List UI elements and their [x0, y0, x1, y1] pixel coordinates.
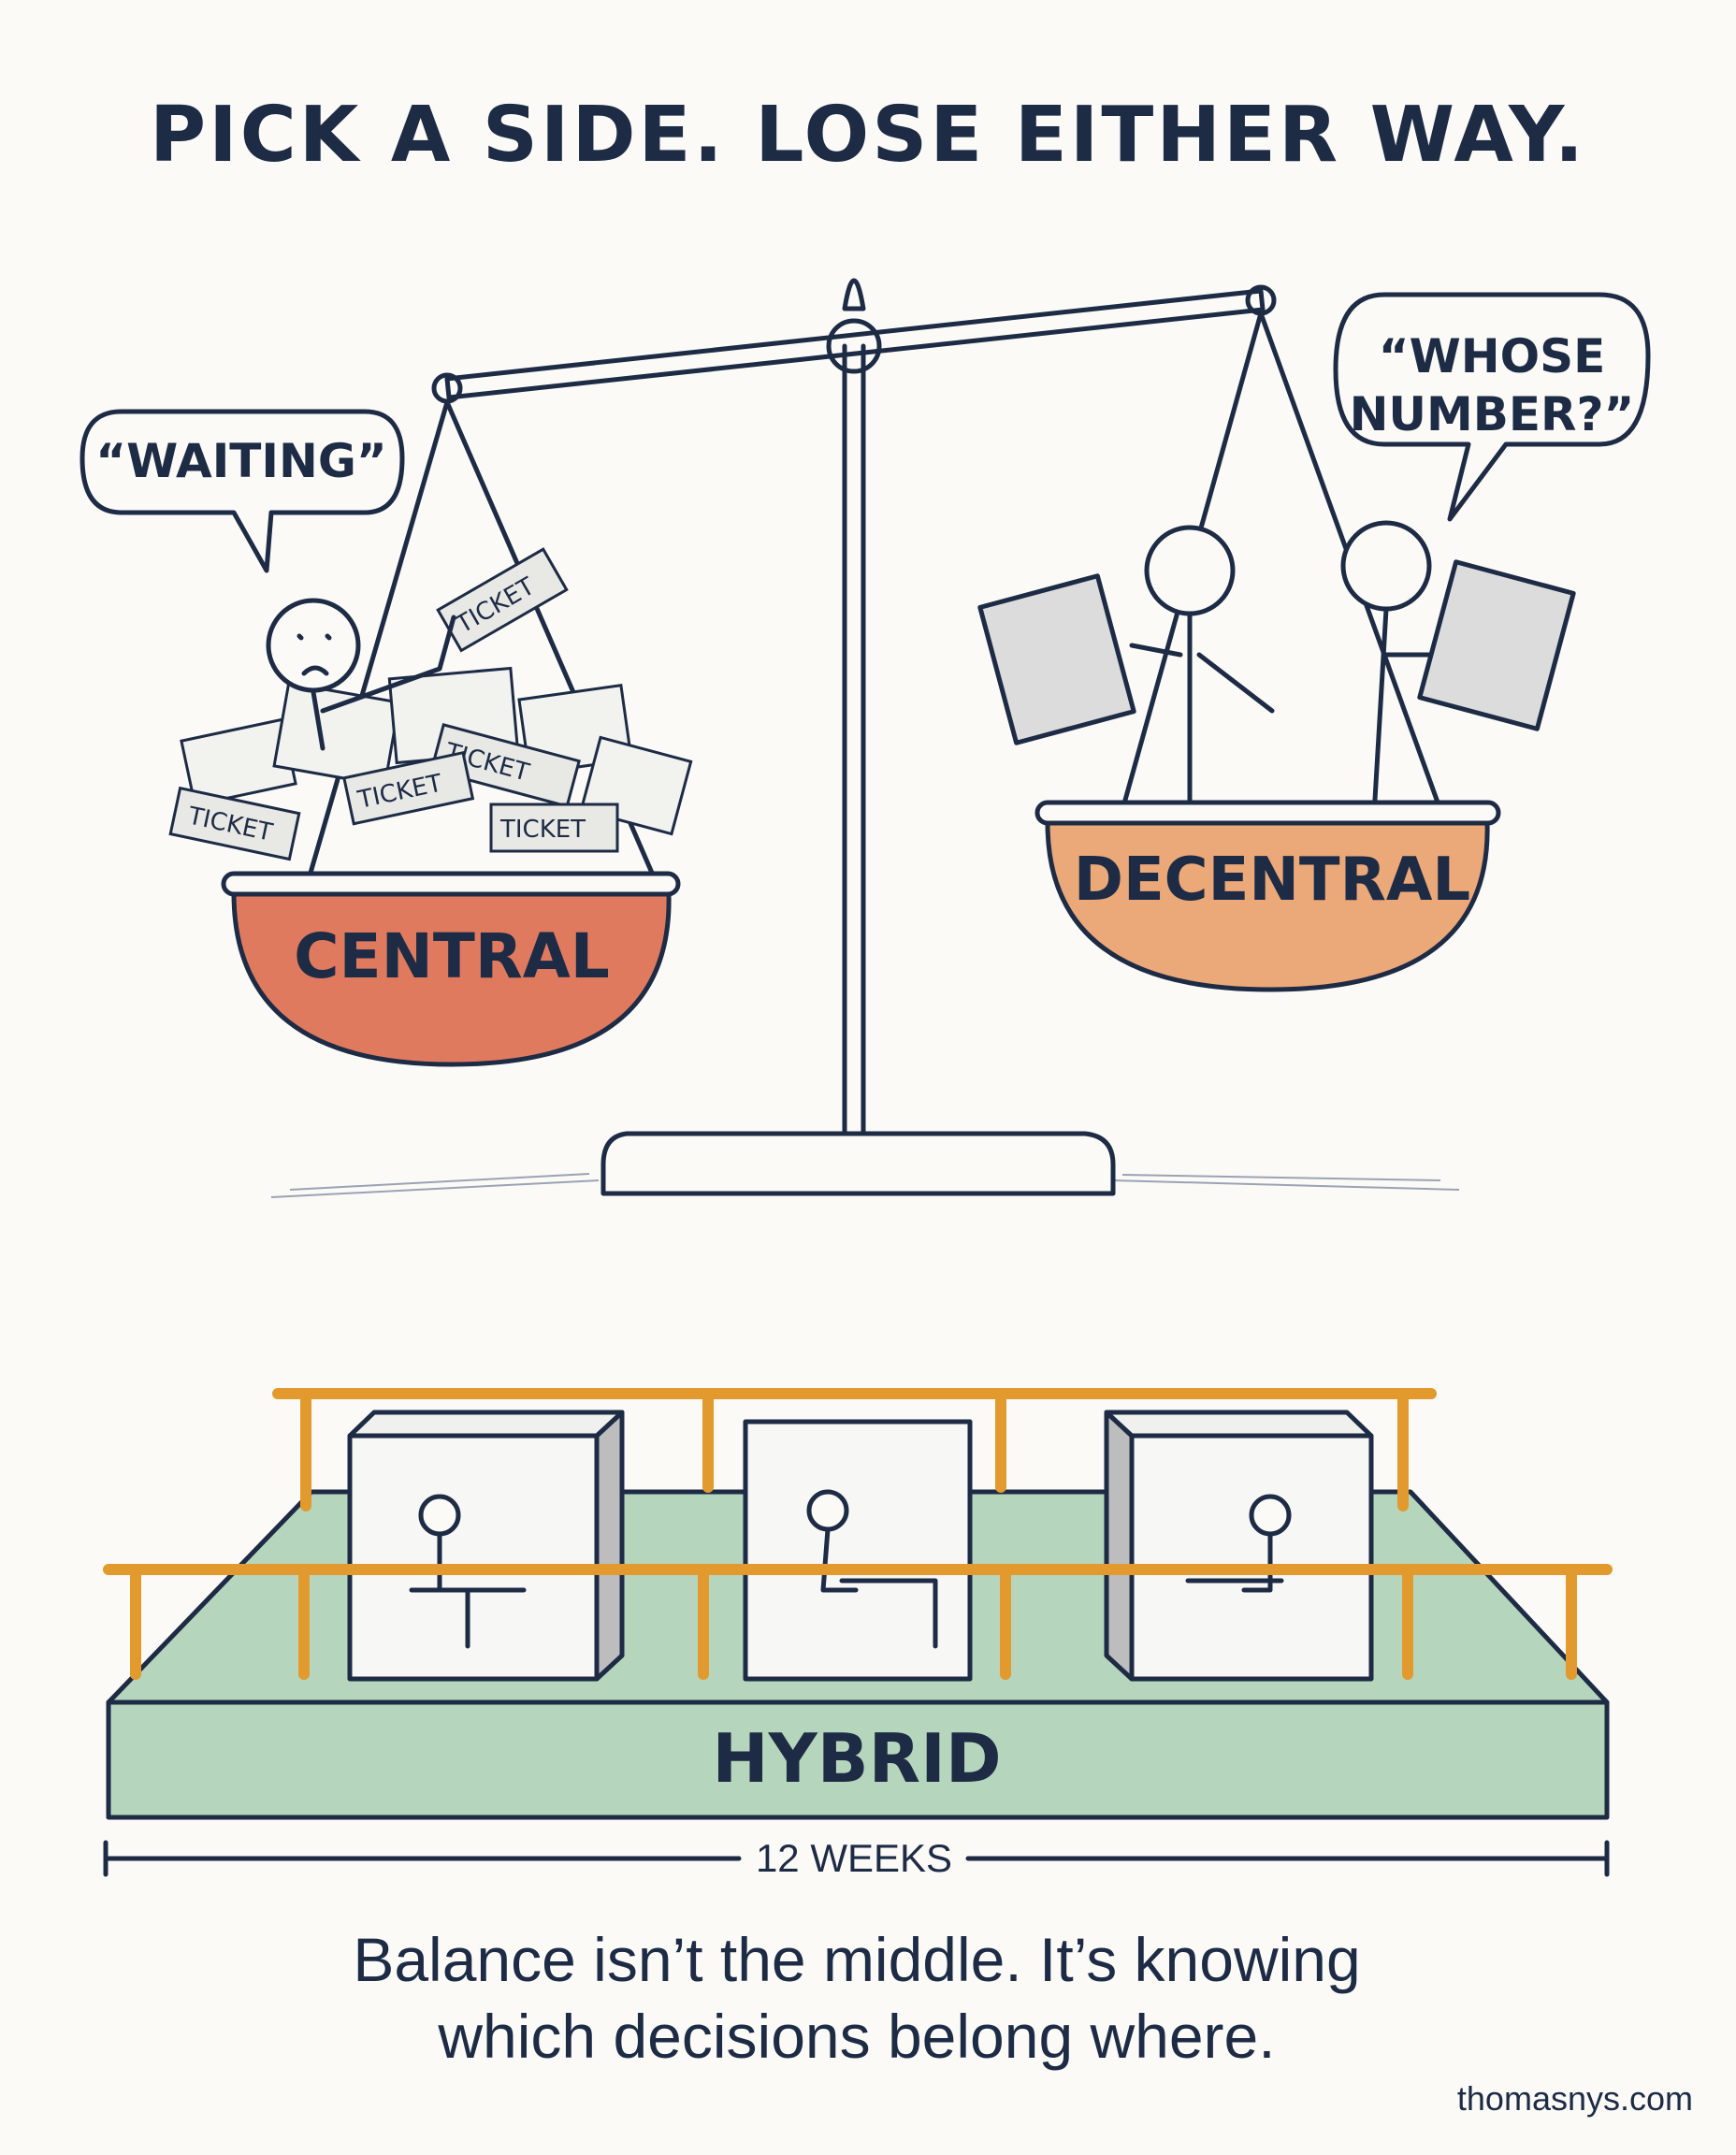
- waiting-speech-bubble: “WAITING”: [80, 409, 405, 573]
- stressed-person: [266, 598, 456, 751]
- whose-speech-line2: NUMBER?”: [1350, 387, 1635, 441]
- waiting-speech-text: “WAITING”: [95, 434, 387, 488]
- scale-pivot: [826, 318, 882, 374]
- central-pan: CENTRAL TICKET TICKET TICKET TICKET TICK…: [168, 547, 693, 1067]
- central-label: CENTRAL: [294, 920, 610, 992]
- hybrid-label: HYBRID: [712, 1719, 1001, 1798]
- ticket-labels: TICKET TICKET TICKET TICKET TICKET: [168, 547, 619, 861]
- person-with-spreadsheet: [977, 525, 1275, 803]
- central-bowl: [231, 890, 672, 1067]
- duration-timeline: 12 WEEKS: [103, 1836, 1610, 1880]
- decentral-pan: DECENTRAL: [977, 520, 1576, 992]
- front-railing: [103, 1564, 1613, 1680]
- hybrid-platform: HYBRID: [103, 1388, 1613, 1820]
- title: PICK A SIDE. LOSE EITHER WAY.: [150, 91, 1586, 180]
- scale-base: [600, 1131, 1116, 1196]
- scale-beam: [444, 288, 1266, 400]
- decentral-label: DECENTRAL: [1074, 846, 1470, 915]
- whose-number-speech-bubble: “WHOSE NUMBER?”: [1333, 292, 1651, 522]
- cubicles: [347, 1410, 1374, 1682]
- decentral-bowl: [1045, 820, 1490, 992]
- whose-speech-line1: “WHOSE: [1379, 329, 1606, 383]
- back-railing: [272, 1388, 1437, 1511]
- duration-label: 12 WEEKS: [756, 1836, 952, 1880]
- credit: thomasnys.com: [1457, 2079, 1693, 2118]
- ground-shadow: [270, 1173, 1460, 1198]
- person-with-spreadsheet: [1340, 520, 1576, 803]
- scale-finial: [842, 278, 866, 311]
- scale-pole: [842, 343, 866, 1136]
- platform-front: [106, 1699, 1610, 1820]
- caption-line1: Balance isn’t the middle. It’s knowing: [353, 1925, 1360, 1994]
- caption-line2: which decisions belong where.: [437, 2002, 1275, 2071]
- ticket-label: TICKET: [499, 816, 586, 844]
